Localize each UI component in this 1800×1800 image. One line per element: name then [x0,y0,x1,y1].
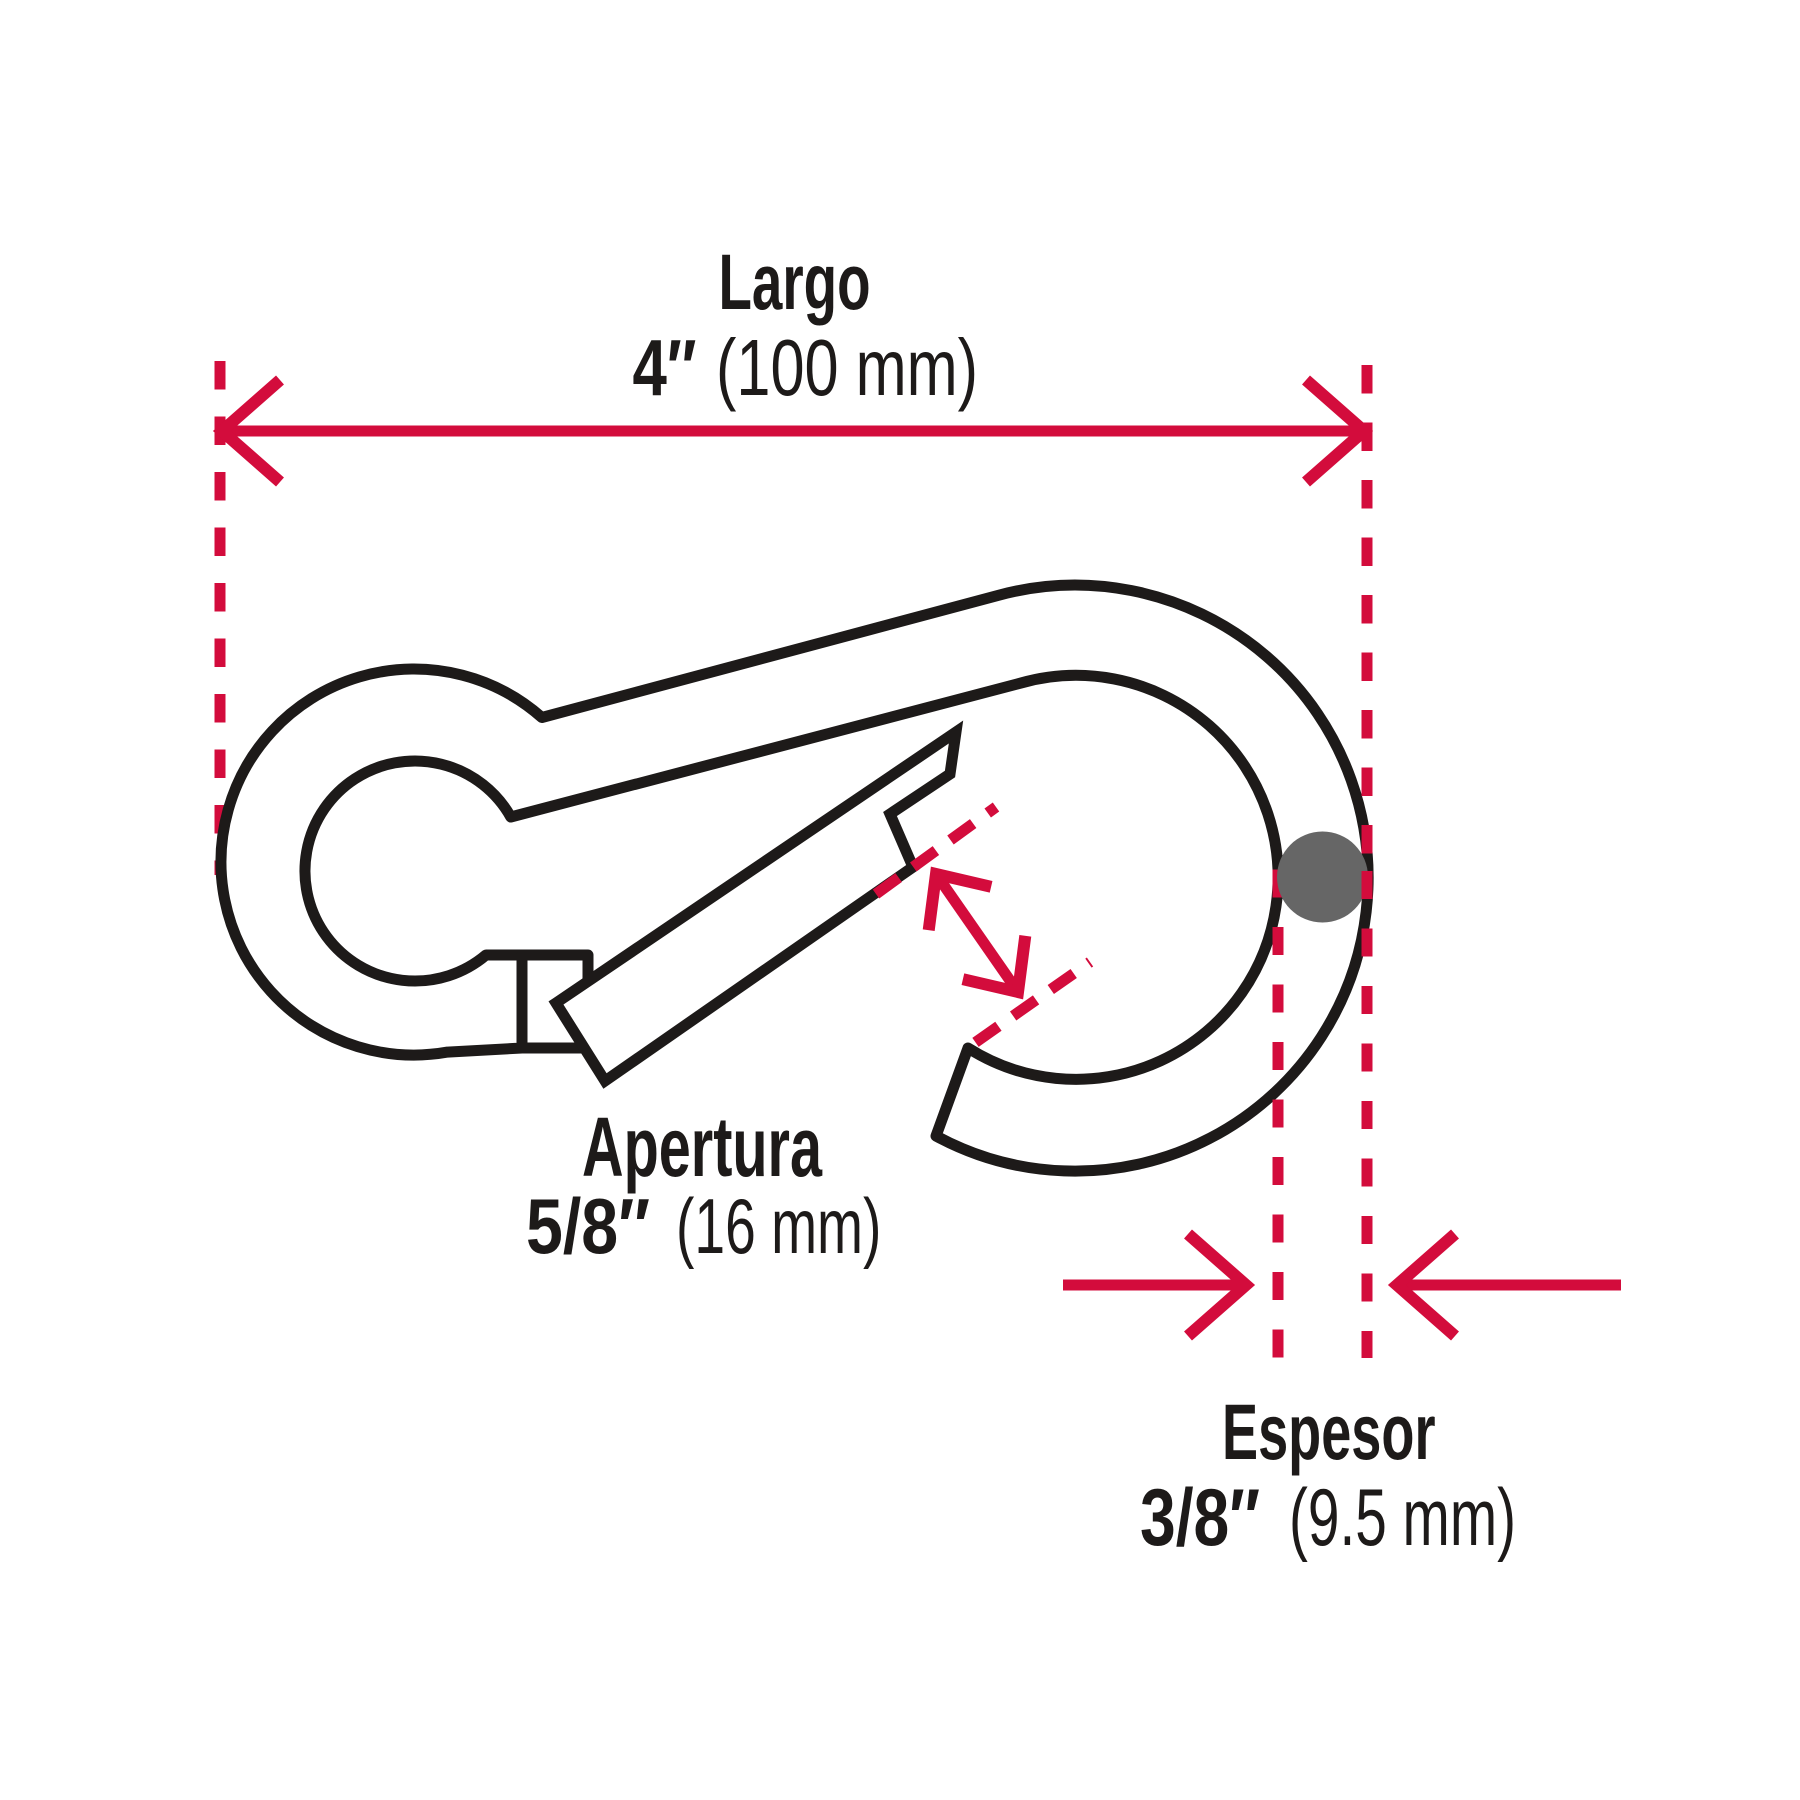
svg-text:Apertura: Apertura [582,1100,823,1194]
svg-text:(9.5 mm): (9.5 mm) [1289,1473,1516,1563]
svg-text:3/8′′: 3/8′′ [1140,1473,1260,1563]
svg-text:(16 mm): (16 mm) [676,1182,881,1270]
svg-text:Espesor: Espesor [1222,1387,1436,1476]
svg-text:5/8′′: 5/8′′ [526,1182,650,1270]
svg-text:Largo: Largo [719,237,871,326]
svg-text:(100 mm): (100 mm) [716,323,978,412]
svg-text:4′′: 4′′ [633,323,697,412]
